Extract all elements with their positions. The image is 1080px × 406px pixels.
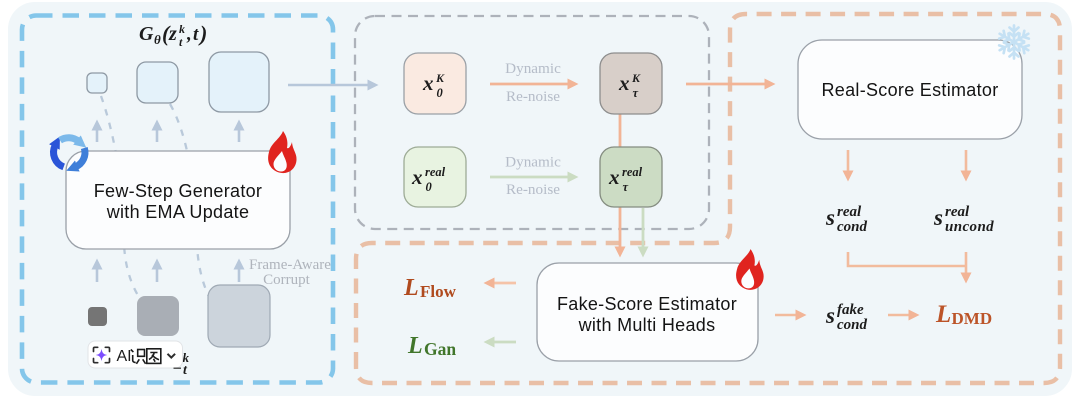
svg-text:0: 0 [437,86,444,100]
svg-text:cond: cond [837,317,868,333]
svg-text:τ: τ [623,180,629,194]
svg-text:with Multi Heads: with Multi Heads [578,315,716,335]
svg-text:0: 0 [426,180,433,194]
svg-text:Re-noise: Re-noise [506,88,560,105]
svg-text:k: k [183,350,190,365]
svg-text:s: s [825,205,835,230]
svg-text:Few-Step Generator: Few-Step Generator [94,181,262,201]
svg-text:(: ( [162,21,171,46]
svg-text:AI: AI [117,348,132,365]
svg-text:fake: fake [837,302,864,318]
svg-text:DMD: DMD [952,309,993,328]
svg-text:t: t [179,35,183,49]
svg-text:L: L [403,275,419,301]
svg-text:real: real [622,165,643,179]
svg-text:L: L [935,301,951,328]
svg-text:real: real [425,165,446,179]
svg-text:Re-noise: Re-noise [506,181,560,198]
svg-text:x: x [618,71,630,95]
svg-text:x: x [422,71,434,95]
svg-text:Flow: Flow [420,282,457,301]
svg-text:Gan: Gan [424,339,456,359]
svg-text:Real-Score Estimator: Real-Score Estimator [821,80,998,100]
svg-text:with EMA Update: with EMA Update [106,202,250,222]
svg-text:s: s [825,303,835,328]
svg-text:Frame-Aware: Frame-Aware [249,257,331,273]
svg-text:Dynamic: Dynamic [505,60,561,77]
svg-text:x: x [411,165,423,189]
svg-text:s: s [933,205,943,230]
svg-text:L: L [407,333,423,359]
svg-text:,: , [186,24,192,45]
svg-text:cond: cond [837,219,868,235]
svg-text:τ: τ [633,86,639,100]
svg-text:real: real [837,204,862,220]
svg-text:real: real [945,204,970,220]
svg-text:θ: θ [154,32,161,47]
svg-text:x: x [608,165,620,189]
svg-text:uncond: uncond [945,219,994,235]
svg-text:t: t [183,363,188,378]
svg-text:t: t [193,24,199,45]
svg-text:Corrupt: Corrupt [263,272,310,288]
svg-text:Fake-Score Estimator: Fake-Score Estimator [557,294,737,314]
svg-text:z: z [168,23,177,45]
svg-text:K: K [435,71,445,85]
svg-text:Dynamic: Dynamic [505,154,561,171]
svg-text:): ) [198,21,207,46]
svg-text:k: k [179,22,185,36]
svg-text:G: G [139,23,154,45]
svg-text:K: K [631,71,641,85]
